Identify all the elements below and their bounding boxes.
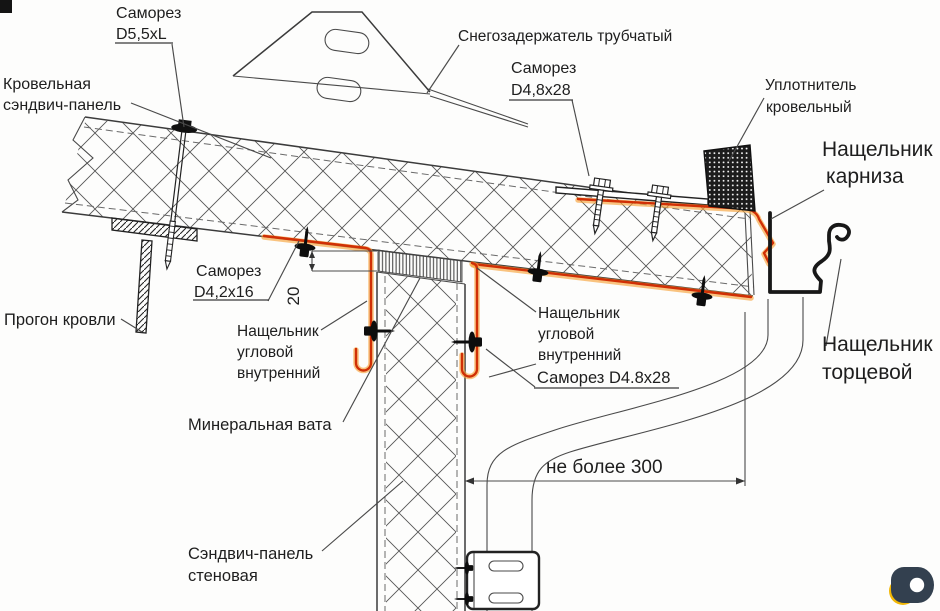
downpipe-bracket (453, 550, 541, 611)
label-snow-screw: D4,8x28 (511, 82, 571, 99)
snow-guard-bracket (232, 11, 529, 128)
label-corner-flashing-left: внутренний (237, 365, 320, 382)
label-roof-screw: D5,5xL (116, 26, 167, 43)
label-roof-panel: Кровельная (3, 76, 91, 93)
label-eaves-flashing: Нащельник (822, 138, 933, 161)
label-mineral-wool: Минеральная вата (188, 416, 332, 434)
text-labels: Саморез D5,5xL Кровельная сэндвич-панель… (3, 5, 933, 585)
bracket-slot-hole (324, 28, 370, 55)
bracket-slot-hole (316, 76, 362, 103)
label-wall-panel: стеновая (188, 567, 258, 585)
corner-flashing-right-red (459, 261, 754, 380)
dimension-eaves-offset: не более 300 (465, 312, 746, 486)
label-corner-flashing-right: Нащельник (538, 305, 620, 322)
label-corner-flashing-right: внутренний (538, 347, 621, 364)
label-corner-flashing-right: угловой (538, 326, 594, 343)
label-end-flashing: торцевой (822, 361, 913, 384)
panel-break-edge (61, 116, 94, 213)
brand-logo-icon (889, 567, 934, 605)
mineral-wool-strip (377, 249, 463, 283)
roof-sealant-strip (703, 144, 756, 212)
label-snow-guard: Снегозадержатель трубчатый (458, 28, 672, 45)
dimension-20-text: 20 (284, 287, 303, 306)
label-seal: Уплотнитель (765, 77, 857, 94)
label-purlin: Прогон кровли (4, 311, 116, 329)
scan-artifact (0, 0, 12, 13)
wall-sandwich-panel (376, 271, 466, 611)
label-roof-screw: Саморез (116, 5, 181, 22)
label-end-flashing: Нащельник (822, 333, 933, 356)
label-flashing-screw: D4,2x16 (194, 284, 254, 301)
panel-eaves-end-face (744, 210, 755, 297)
label-seal: кровельный (766, 99, 852, 116)
label-roof-panel: сэндвич-панель (3, 97, 121, 114)
dimension-300-text: не более 300 (546, 457, 663, 478)
dimension-wool-gap: 20 (284, 250, 377, 306)
label-corner-screw: Саморез D4.8x28 (537, 369, 670, 387)
label-corner-flashing-left: угловой (237, 344, 293, 361)
corner-flashing-left-red (261, 234, 374, 374)
label-snow-screw: Саморез (511, 60, 576, 77)
gutter-end-flashing-profile (768, 211, 851, 294)
downpipe (486, 297, 804, 611)
roof-purlin (111, 217, 198, 334)
label-flashing-screw: Саморез (196, 263, 261, 280)
label-eaves-flashing: карниза (826, 165, 904, 188)
leader-lines (115, 42, 842, 552)
label-corner-flashing-left: Нащельник (237, 323, 319, 340)
label-wall-panel: Сэндвич-панель (188, 545, 313, 563)
